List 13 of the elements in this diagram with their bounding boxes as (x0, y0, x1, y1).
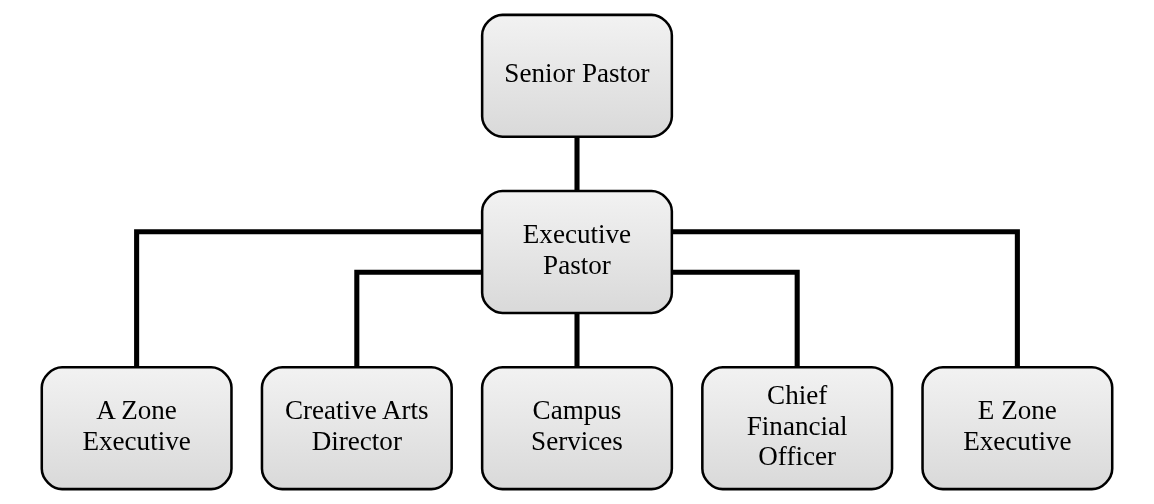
node-box: Senior Pastor (480, 13, 674, 139)
node-box: Creative Arts Director (260, 365, 453, 491)
node-box: E Zone Executive (921, 365, 1114, 491)
connector (672, 229, 1020, 368)
connector (354, 269, 482, 367)
node-box: A Zone Executive (40, 365, 233, 491)
connector (672, 269, 800, 367)
node-box: Chief Financial Officer (701, 365, 894, 491)
connector (574, 313, 580, 368)
connector (574, 136, 580, 191)
connector (134, 229, 482, 368)
node-box: Campus Services (480, 365, 674, 491)
node-box: Executive Pastor (480, 189, 674, 315)
